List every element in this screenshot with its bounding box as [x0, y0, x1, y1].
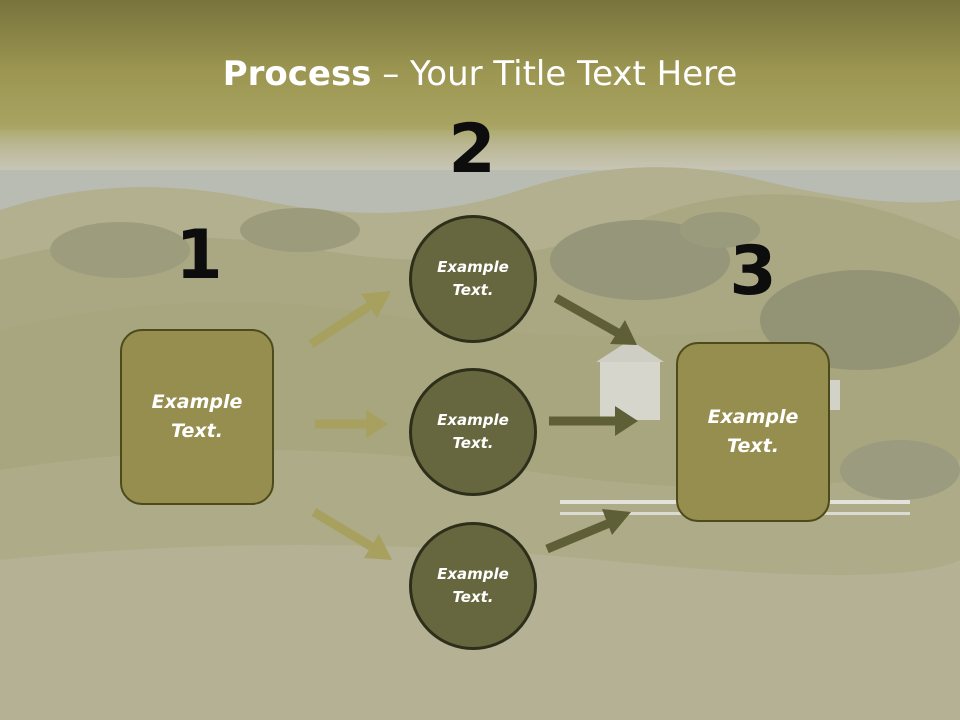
- circle-bottom-text: Example Text.: [437, 565, 509, 606]
- step-number-3: 3: [729, 232, 777, 311]
- left-step-box: Example Text.: [120, 329, 274, 505]
- arrow-from-top-circle: [553, 294, 637, 345]
- step-number-2: 2: [448, 110, 496, 189]
- right-step-box: Example Text.: [676, 342, 830, 522]
- circle-middle: Example Text.: [409, 368, 537, 496]
- arrow-to-top-circle: [308, 291, 391, 348]
- arrow-from-middle-circle: [549, 406, 638, 436]
- circle-top: Example Text.: [409, 215, 537, 343]
- right-box-text: Example Text.: [707, 406, 799, 457]
- left-box-text: Example Text.: [151, 391, 243, 442]
- circle-bottom: Example Text.: [409, 522, 537, 650]
- arrow-from-bottom-circle: [545, 509, 631, 554]
- slide-title: Process – Your Title Text Here: [0, 52, 960, 96]
- step-number-1: 1: [175, 216, 223, 295]
- arrow-to-bottom-circle: [311, 508, 392, 560]
- circle-middle-text: Example Text.: [437, 411, 509, 452]
- title-rest: – Your Title Text Here: [371, 54, 738, 94]
- arrow-to-middle-circle: [315, 410, 388, 438]
- title-bold: Process: [222, 54, 372, 94]
- circle-top-text: Example Text.: [437, 258, 509, 299]
